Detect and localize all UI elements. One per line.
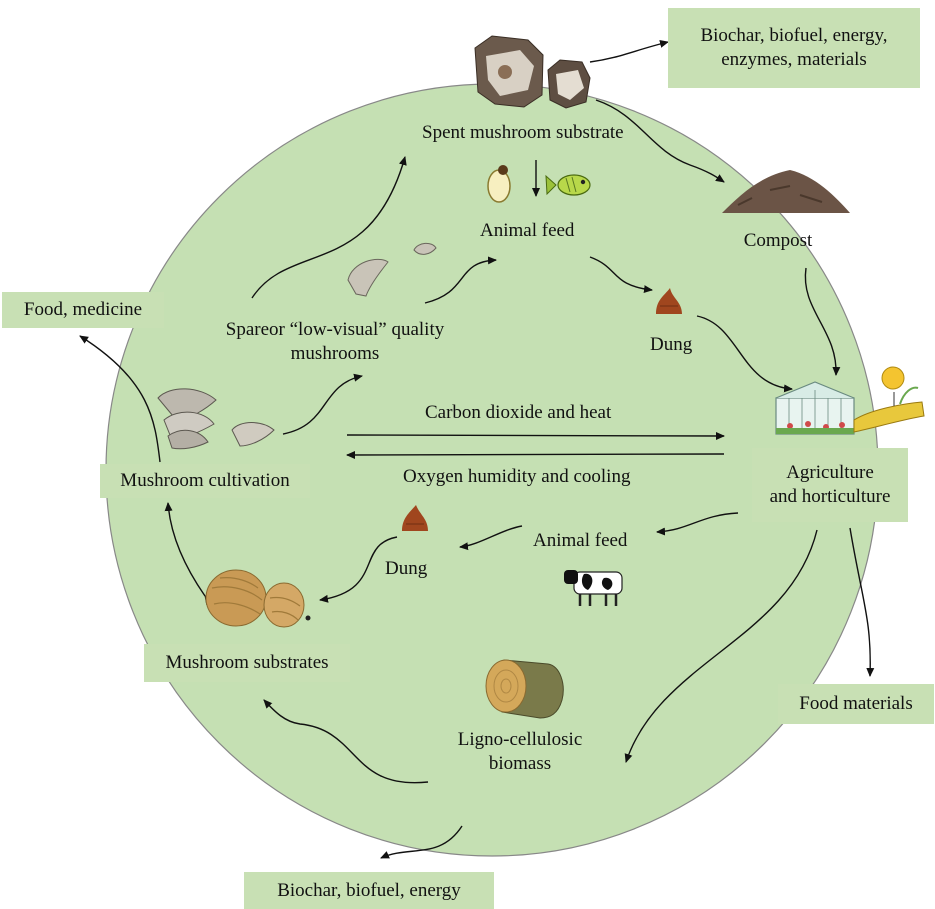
arrow-oxygen [347,454,724,455]
output-top-right-line1: Biochar, biofuel, energy, [700,24,887,48]
oxygen-label: Oxygen humidity and cooling [403,465,630,489]
spare-mushrooms-label-line1: Spareor “low-visual” quality [200,318,470,342]
output-box-food-medicine: Food, medicine [2,292,164,328]
arrow-carbon-dioxide [347,435,724,436]
ligno-cellulosic-label-line1: Ligno-cellulosic [440,728,600,752]
output-box-top-right: Biochar, biofuel, energy, enzymes, mater… [668,8,920,88]
agriculture-label-line2: and horticulture [770,485,891,509]
spare-mushrooms-label-line2: mushrooms [200,342,470,366]
log-icon [486,660,563,718]
spent-substrate-icon [475,36,590,108]
ligno-cellulosic-label-line2: biomass [440,752,600,776]
arrow-smc-to-outputs [590,42,668,62]
mushroom-cultivation-label: Mushroom cultivation [100,464,310,498]
dung-bottom-label: Dung [385,557,427,581]
mushroom-substrates-label: Mushroom substrates [144,644,350,682]
output-box-bottom: Biochar, biofuel, energy [244,872,494,909]
spent-substrate-label: Spent mushroom substrate [422,121,624,145]
agriculture-label-line1: Agriculture [786,461,874,485]
dung-top-label: Dung [650,333,692,357]
compost-label: Compost [730,224,826,258]
ligno-cellulosic-label: Ligno-cellulosic biomass [440,728,600,776]
output-box-food-materials: Food materials [778,684,934,724]
animal-feed-bottom-label: Animal feed [533,529,627,553]
carbon-dioxide-label: Carbon dioxide and heat [425,401,611,425]
agriculture-label: Agriculture and horticulture [752,448,908,522]
spare-mushrooms-label: Spareor “low-visual” quality mushrooms [200,318,470,366]
animal-feed-top-label: Animal feed [480,219,574,243]
output-top-right-line2: enzymes, materials [721,48,867,72]
